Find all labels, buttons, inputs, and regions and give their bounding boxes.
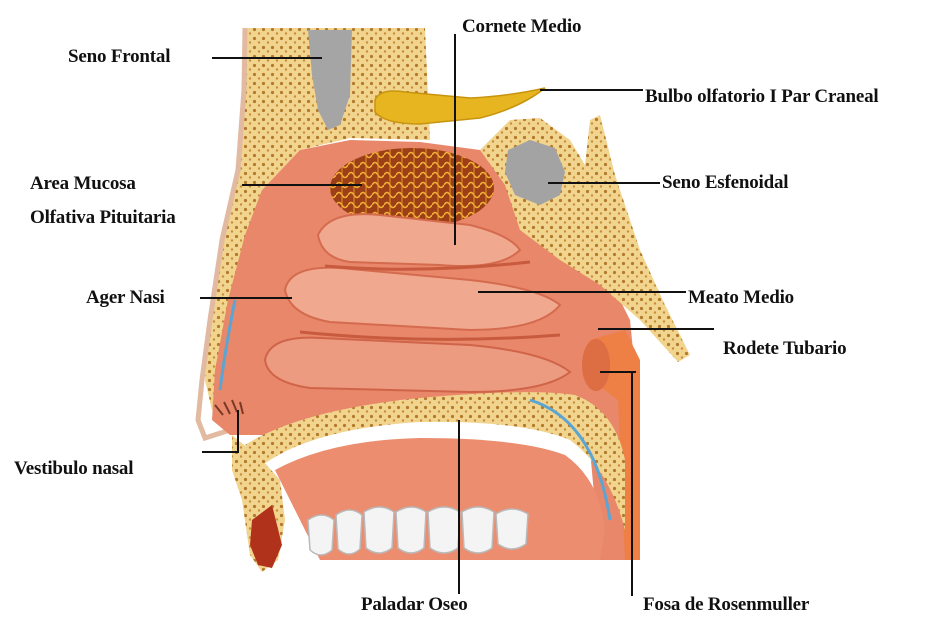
label-vestibulo-nasal: Vestibulo nasal — [14, 458, 133, 480]
label-fosa-rosenmuller: Fosa de Rosenmuller — [643, 594, 809, 616]
label-cornete-medio: Cornete Medio — [462, 16, 581, 38]
label-seno-frontal: Seno Frontal — [68, 46, 170, 68]
label-paladar-oseo: Paladar Oseo — [361, 594, 468, 616]
label-seno-esfenoidal: Seno Esfenoidal — [662, 172, 788, 194]
label-rodete-tubario: Rodete Tubario — [723, 338, 846, 360]
label-ager-nasi: Ager Nasi — [86, 287, 165, 309]
label-area-mucosa-line1: Area Mucosa — [30, 173, 136, 195]
label-bulbo-olfatorio: Bulbo olfatorio I Par Craneal — [645, 86, 878, 108]
bulbo-olfatorio-shape — [375, 88, 545, 124]
label-area-mucosa-line2: Olfativa Pituitaria — [30, 207, 176, 229]
torus-tubarius — [582, 339, 610, 391]
label-meato-medio: Meato Medio — [688, 287, 794, 309]
